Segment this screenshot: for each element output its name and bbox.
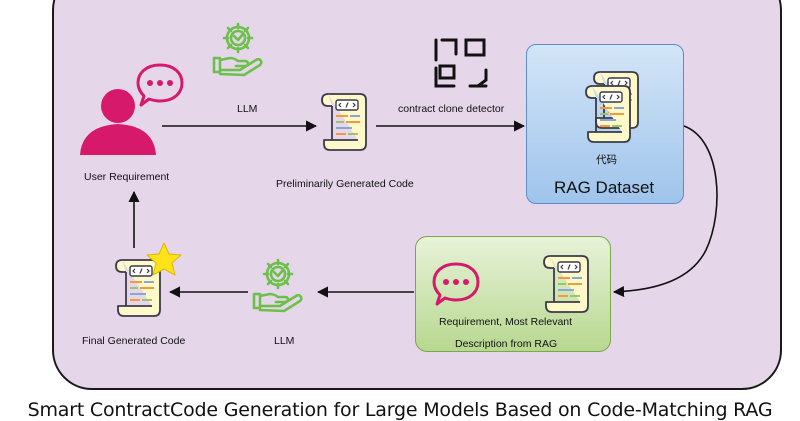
green-box-line1: Requirement, Most Relevant	[439, 316, 573, 328]
gear-hand-icon	[212, 22, 263, 77]
code-scroll-icon	[115, 259, 161, 317]
rag-code-label: 代码	[596, 154, 617, 166]
llm-bottom-label: LLM	[274, 335, 295, 347]
chat-bubble-icon	[432, 262, 480, 306]
preliminary-code-label: Preliminarily Generated Code	[276, 178, 414, 190]
code-scroll-icon	[543, 255, 589, 313]
final-code-label: Final Generated Code	[82, 335, 186, 347]
figure-caption: Smart ContractCode Generation for Large …	[27, 399, 773, 421]
user-requirement-label: User Requirement	[84, 171, 170, 183]
code-scroll-icon	[585, 85, 631, 143]
llm-top-label: LLM	[237, 103, 258, 115]
chat-bubble-icon	[136, 63, 184, 107]
gear-hand-icon	[252, 258, 303, 313]
rag-dataset-title: RAG Dataset	[554, 178, 655, 197]
star-icon	[146, 242, 182, 276]
green-box-line2: Description from RAG	[455, 338, 558, 350]
code-scroll-icon	[321, 93, 367, 151]
user-icon	[80, 89, 156, 155]
clone-detector-icon	[434, 38, 488, 88]
clone-detector-label: contract clone detector	[398, 103, 505, 115]
arrow-rag-to-green	[612, 125, 718, 298]
